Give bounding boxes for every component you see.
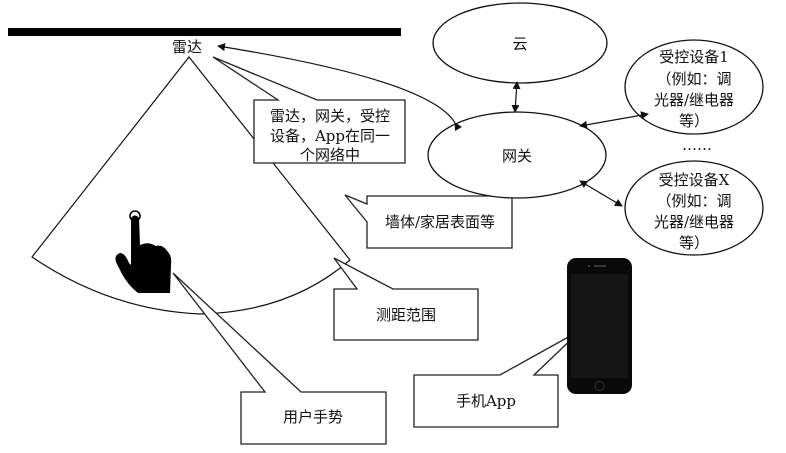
callout-network-line-2: 设备，App在同一 (270, 127, 390, 145)
callout-phone-app-label: 手机App (456, 392, 516, 410)
callout-phone-app: 手机App (413, 329, 582, 428)
callout-wall-label: 墙体/家居表面等 (385, 213, 495, 231)
node-device-x-line-2: （例如：调 (656, 192, 731, 210)
ranging-sector (31, 56, 351, 315)
link-gateway-radar (217, 43, 462, 132)
smartphone-icon (567, 258, 632, 394)
callout-range-label: 测距范围 (376, 306, 436, 324)
callout-network: 雷达，网关，受控 设备，App在同一 个网络中 (212, 56, 406, 164)
node-cloud-label: 云 (512, 35, 527, 53)
node-device-1: 受控设备1 （例如：调 光器/继电器 等） (624, 39, 764, 135)
node-gateway-label: 网关 (502, 147, 532, 165)
node-device-1-line-1: 受控设备1 (659, 48, 729, 66)
node-cloud: 云 (432, 2, 608, 84)
pointing-hand-icon (115, 210, 172, 293)
ceiling-bar (8, 28, 401, 36)
callout-gesture: 用户手势 (172, 272, 387, 445)
more-devices-ellipsis: …… (682, 136, 712, 154)
link-gateway-device-1 (579, 111, 649, 129)
node-device-x-line-4: 等） (679, 234, 709, 252)
node-device-1-line-4: 等） (679, 112, 709, 130)
node-device-1-line-3: 光器/继电器 (654, 91, 734, 109)
node-device-x: 受控设备X （例如：调 光器/继电器 等） (624, 160, 764, 256)
node-device-x-line-1: 受控设备X (659, 171, 730, 189)
callout-gesture-label: 用户手势 (283, 408, 343, 426)
radar-label: 雷达 (172, 38, 202, 56)
node-device-1-line-2: （例如：调 (656, 70, 731, 88)
link-gateway-device-x (579, 180, 623, 207)
callout-network-line-3: 个网络中 (300, 146, 360, 164)
link-cloud-gateway (511, 81, 521, 113)
callout-wall: 墙体/家居表面等 (344, 194, 513, 249)
callout-range: 测距范围 (333, 257, 479, 341)
node-gateway: 网关 (427, 111, 607, 199)
node-device-x-line-3: 光器/继电器 (654, 213, 734, 231)
callout-network-line-1: 雷达，网关，受控 (270, 107, 390, 125)
